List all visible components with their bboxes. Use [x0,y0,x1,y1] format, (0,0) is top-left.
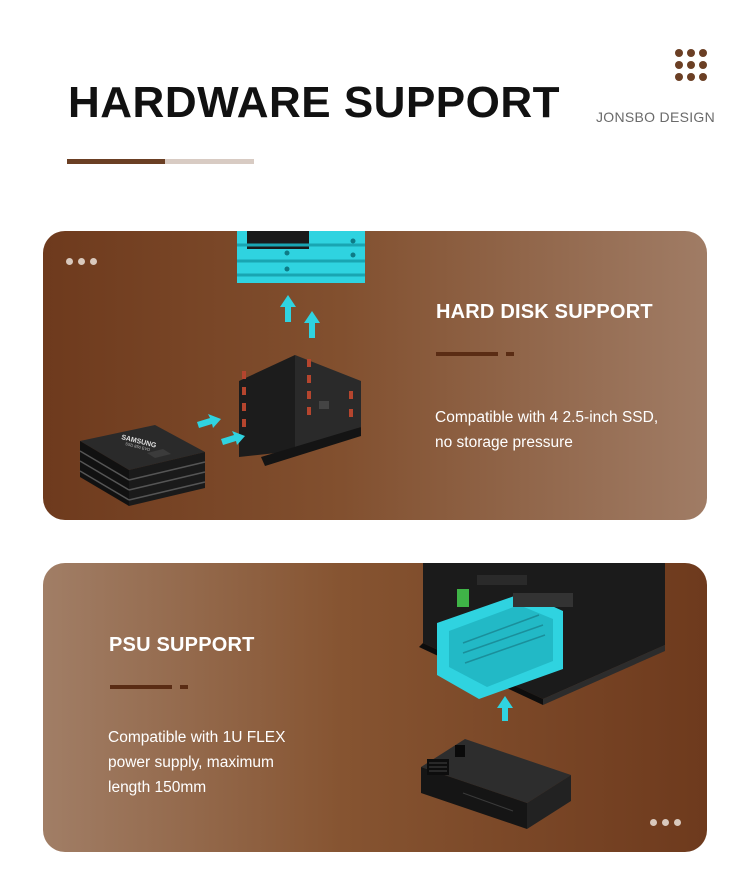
title-underline-dark [67,159,165,164]
ssd-bracket-illustration: SAMSUNG SSD 850 EVO [79,231,365,506]
card-accent-rule [110,685,188,689]
description-line: Compatible with 1U FLEX [108,729,286,746]
title-underline-light [165,159,254,164]
psu-card: PSU SUPPORT Compatible with 1U FLEX powe… [43,563,707,852]
installed-bracket-graphic [237,231,365,283]
description-line: Compatible with 4 2.5-inch SSD, [435,409,659,426]
three-dots-icon [650,819,681,826]
card-title: PSU SUPPORT [109,634,255,656]
card-description: Compatible with 4 2.5-inch SSD, no stora… [435,405,658,455]
arrow-up-icon [497,696,513,721]
card-accent-rule [436,352,514,356]
description-line: length 150mm [108,779,207,796]
description-line: power supply, maximum [108,754,274,771]
arrow-up-icon [280,295,320,338]
description-line: no storage pressure [435,434,573,451]
ssd-stack-graphic: SAMSUNG SSD 850 EVO [79,425,206,506]
psu-illustration [419,563,665,829]
card-description: Compatible with 1U FLEX power supply, ma… [108,725,285,800]
case-graphic [419,563,665,705]
ssd-model-text: SSD 850 EVO [125,441,151,452]
card-title: HARD DISK SUPPORT [436,301,653,323]
dot-grid-icon [675,49,707,81]
hard-disk-card: SAMSUNG SSD 850 EVO HARD DISK SUPPORT Co… [43,231,707,520]
empty-bracket-graphic [239,355,361,466]
brand-label: JONSBO DESIGN [596,109,716,125]
arrow-right-icon [197,414,245,445]
psu-unit-graphic [421,739,571,829]
page-title: HARDWARE SUPPORT [68,78,561,127]
three-dots-icon [66,258,97,265]
